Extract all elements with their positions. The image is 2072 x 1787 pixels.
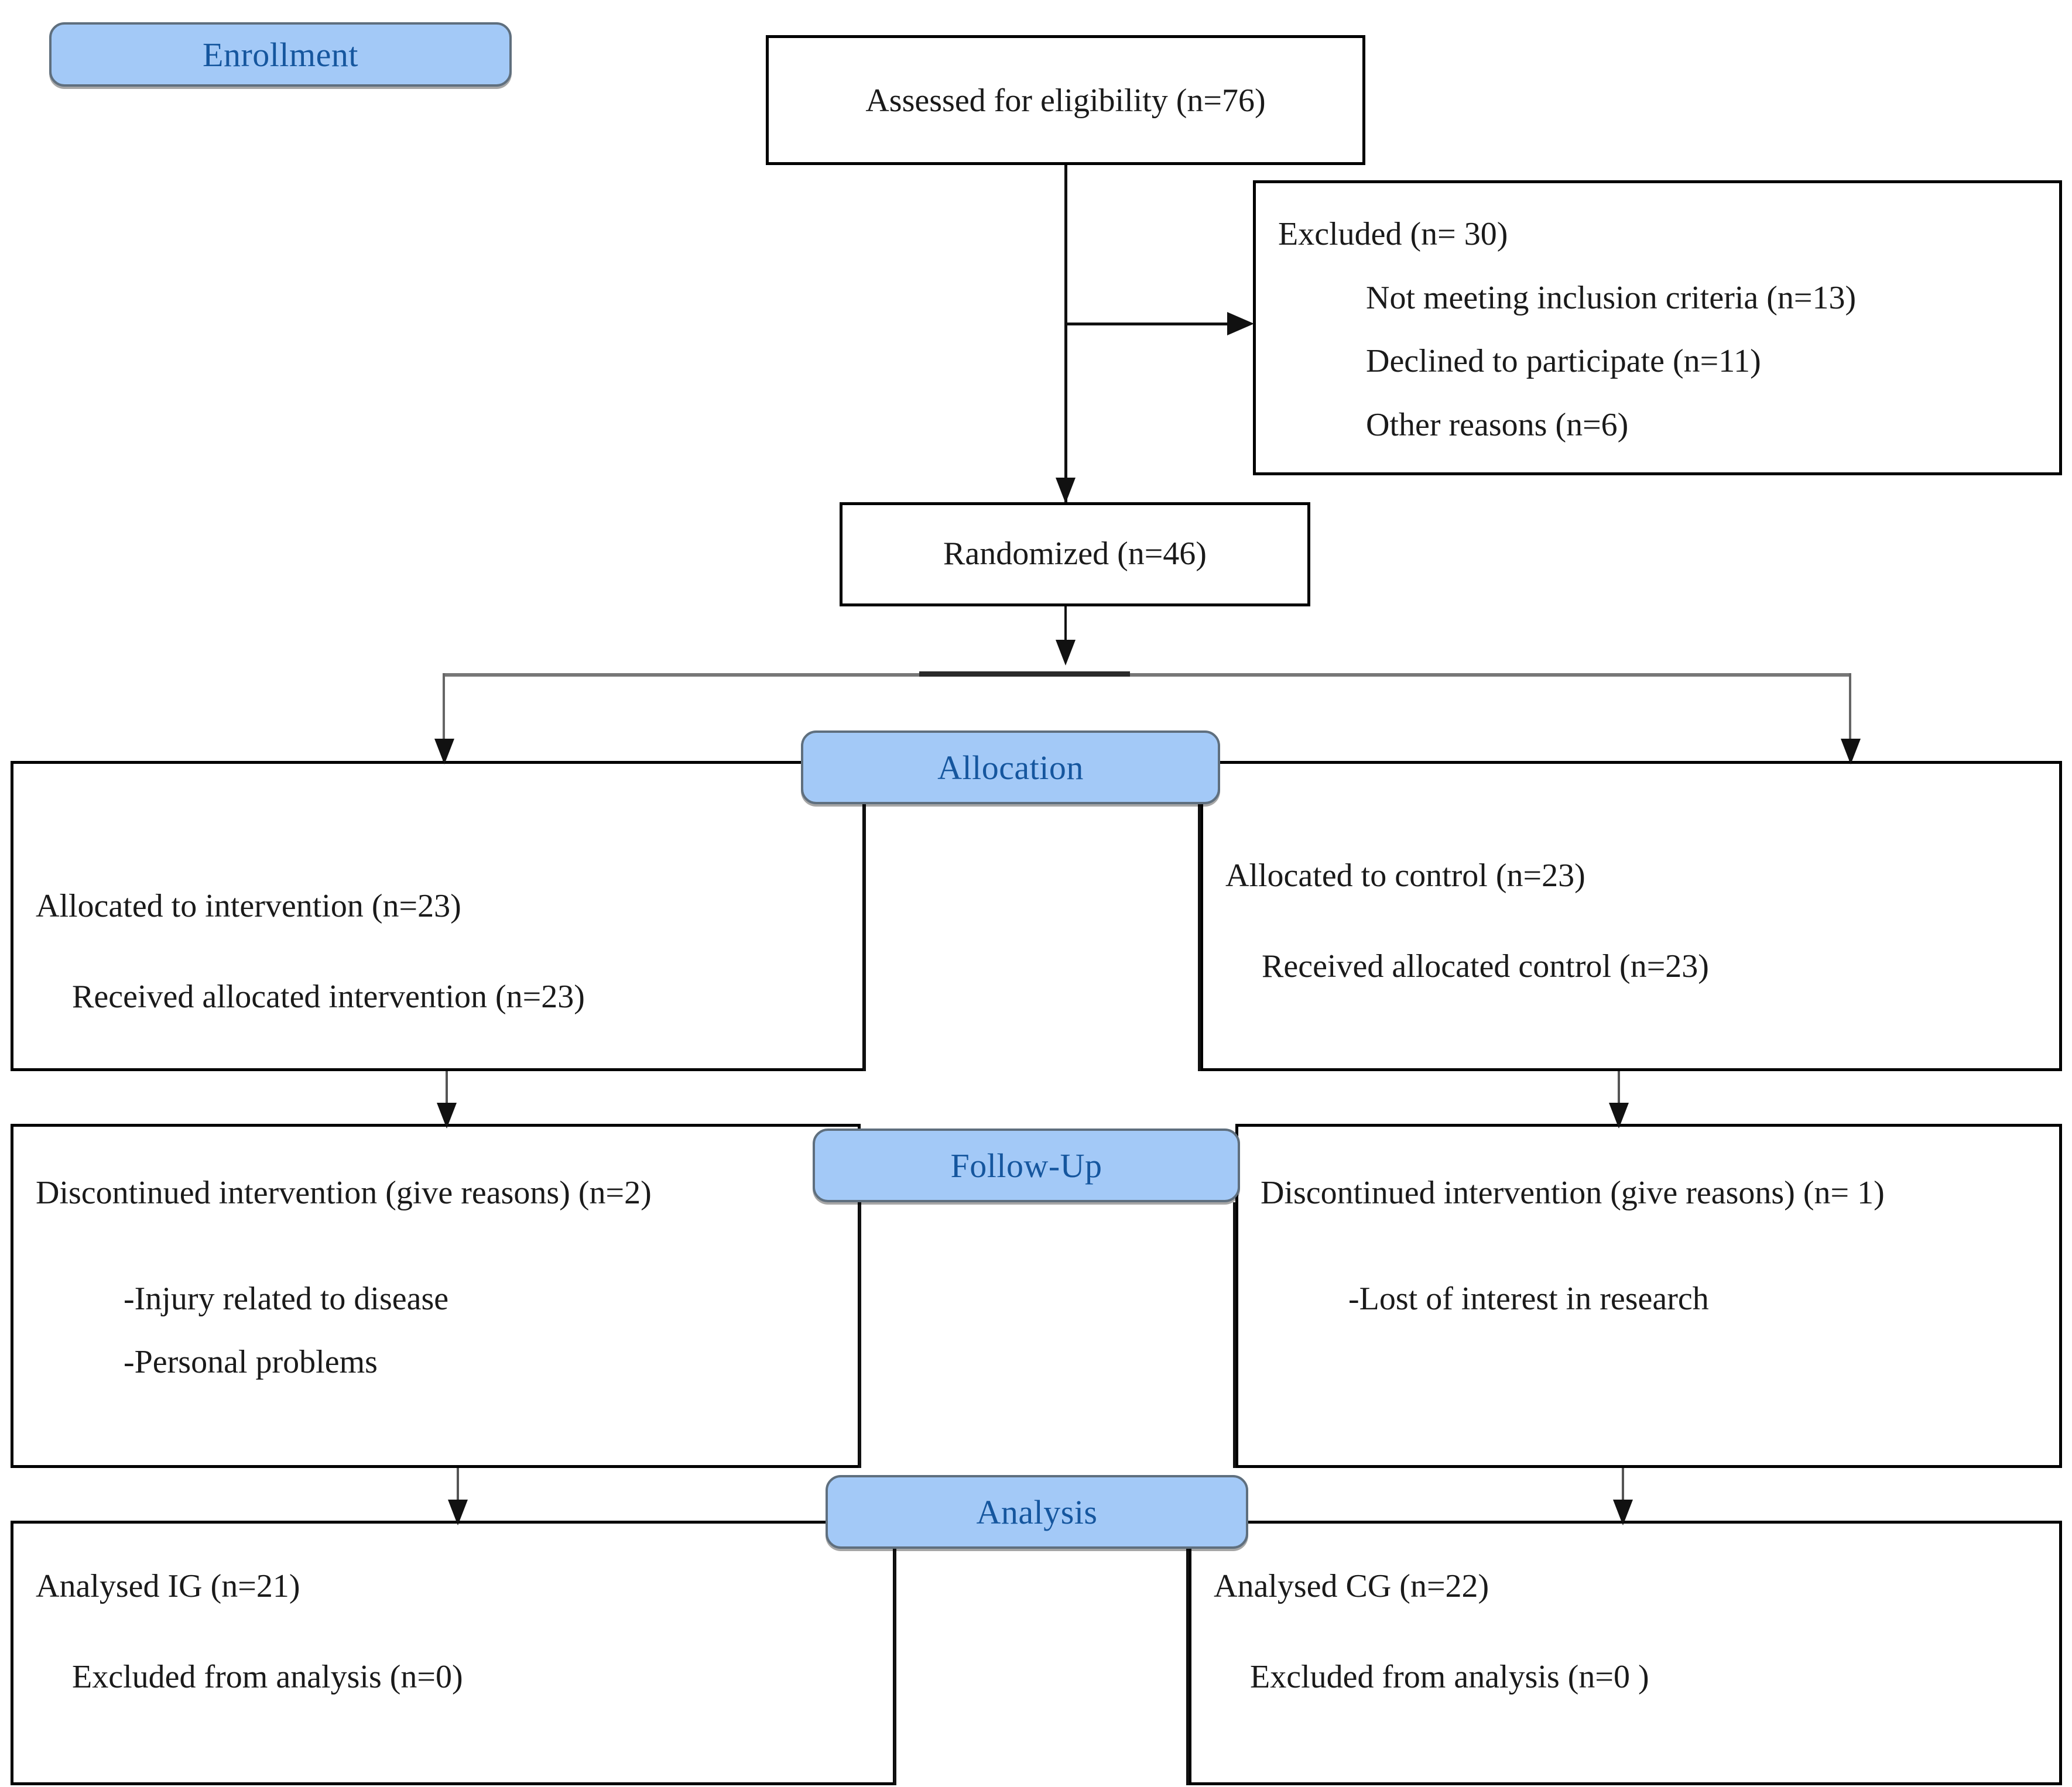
followup-intervention-reason-2: -Personal problems	[124, 1344, 378, 1381]
followup-gap-left-edge	[858, 1202, 861, 1468]
allocation-gap-left-edge	[863, 804, 866, 1071]
randomized-line-1: Randomized (n=46)	[943, 536, 1207, 572]
arrowhead-allocation-left	[434, 739, 454, 764]
arrowhead-analysis-right	[1613, 1500, 1633, 1525]
connector-randomized-down	[1064, 606, 1067, 654]
allocated-intervention-secondary: Received allocated intervention (n=23)	[72, 978, 585, 1015]
connector-split-left-drop	[443, 673, 445, 762]
allocation-gap-right-edge	[1198, 804, 1201, 1071]
followup-gap-right-edge	[1233, 1202, 1236, 1468]
allocation-gap-spacer	[868, 764, 1197, 1071]
node-assessed-for-eligibility: Assessed for eligibility (n=76)	[766, 35, 1365, 165]
stage-badge-allocation-label: Allocation	[937, 748, 1084, 787]
node-followup-intervention: Discontinued intervention (give reasons)…	[11, 1124, 861, 1468]
node-analysed-control: Analysed CG (n=22) Excluded from analysi…	[1189, 1521, 2062, 1785]
node-randomized: Randomized (n=46)	[840, 502, 1310, 606]
stage-badge-enrollment: Enrollment	[49, 22, 512, 87]
node-allocated-intervention: Allocated to intervention (n=23) Receive…	[11, 761, 865, 1071]
arrowhead-split	[1056, 640, 1076, 666]
connector-followup-left-to-analysis	[457, 1468, 459, 1512]
analysis-gap-spacer	[899, 1524, 1186, 1785]
stage-badge-followup: Follow-Up	[813, 1129, 1240, 1202]
followup-intervention-primary: Discontinued intervention (give reasons)…	[36, 1175, 652, 1211]
arrowhead-to-excluded	[1227, 312, 1254, 335]
allocated-intervention-primary: Allocated to intervention (n=23)	[36, 888, 461, 924]
stage-badge-allocation: Allocation	[801, 730, 1220, 804]
node-followup-control: Discontinued intervention (give reasons)…	[1235, 1124, 2062, 1468]
connector-alloc-right-to-followup	[1618, 1071, 1620, 1116]
arrowhead-allocation-right	[1841, 739, 1861, 764]
arrowhead-followup-right	[1609, 1103, 1629, 1129]
excluded-reason-3: Other reasons (n=6)	[1366, 407, 1629, 444]
connector-split-right-drop	[1849, 673, 1851, 762]
followup-control-reason-1: -Lost of interest in research	[1348, 1280, 1709, 1317]
connector-alloc-left-to-followup	[446, 1071, 448, 1116]
connector-assessed-to-excluded	[1064, 323, 1232, 325]
stage-badge-enrollment-label: Enrollment	[203, 35, 358, 74]
connector-split-bar	[443, 673, 1851, 677]
node-analysed-intervention: Analysed IG (n=21) Excluded from analysi…	[11, 1521, 896, 1785]
excluded-heading: Excluded (n= 30)	[1278, 216, 1508, 252]
assessed-line-1: Assessed for eligibility (n=76)	[865, 83, 1266, 119]
connector-split-bar-center	[919, 671, 1130, 677]
arrowhead-analysis-left	[448, 1500, 468, 1525]
arrowhead-followup-left	[437, 1103, 457, 1129]
analysed-control-primary: Analysed CG (n=22)	[1214, 1568, 1489, 1604]
stage-badge-followup-label: Follow-Up	[950, 1146, 1102, 1185]
connector-followup-right-to-analysis	[1622, 1468, 1624, 1512]
analysis-gap-left-edge	[893, 1549, 896, 1785]
node-allocated-control: Allocated to control (n=23) Received all…	[1200, 761, 2062, 1071]
excluded-reason-1: Not meeting inclusion criteria (n=13)	[1366, 279, 1857, 316]
followup-control-primary: Discontinued intervention (give reasons)…	[1261, 1175, 1885, 1211]
analysed-intervention-secondary: Excluded from analysis (n=0)	[72, 1658, 463, 1695]
followup-intervention-reason-1: -Injury related to disease	[124, 1280, 449, 1317]
connector-assessed-to-randomized	[1064, 165, 1067, 503]
stage-badge-analysis-label: Analysis	[976, 1493, 1098, 1531]
allocated-control-secondary: Received allocated control (n=23)	[1262, 948, 1709, 985]
allocated-control-primary: Allocated to control (n=23)	[1225, 858, 1585, 894]
stage-badge-analysis: Analysis	[826, 1475, 1248, 1549]
node-excluded: Excluded (n= 30) Not meeting inclusion c…	[1253, 180, 2062, 475]
analysis-gap-right-edge	[1186, 1549, 1189, 1785]
analysed-control-secondary: Excluded from analysis (n=0 )	[1250, 1658, 1649, 1695]
analysed-intervention-primary: Analysed IG (n=21)	[36, 1568, 300, 1604]
arrowhead-to-randomized	[1056, 478, 1076, 503]
excluded-reason-2: Declined to participate (n=11)	[1366, 343, 1761, 380]
